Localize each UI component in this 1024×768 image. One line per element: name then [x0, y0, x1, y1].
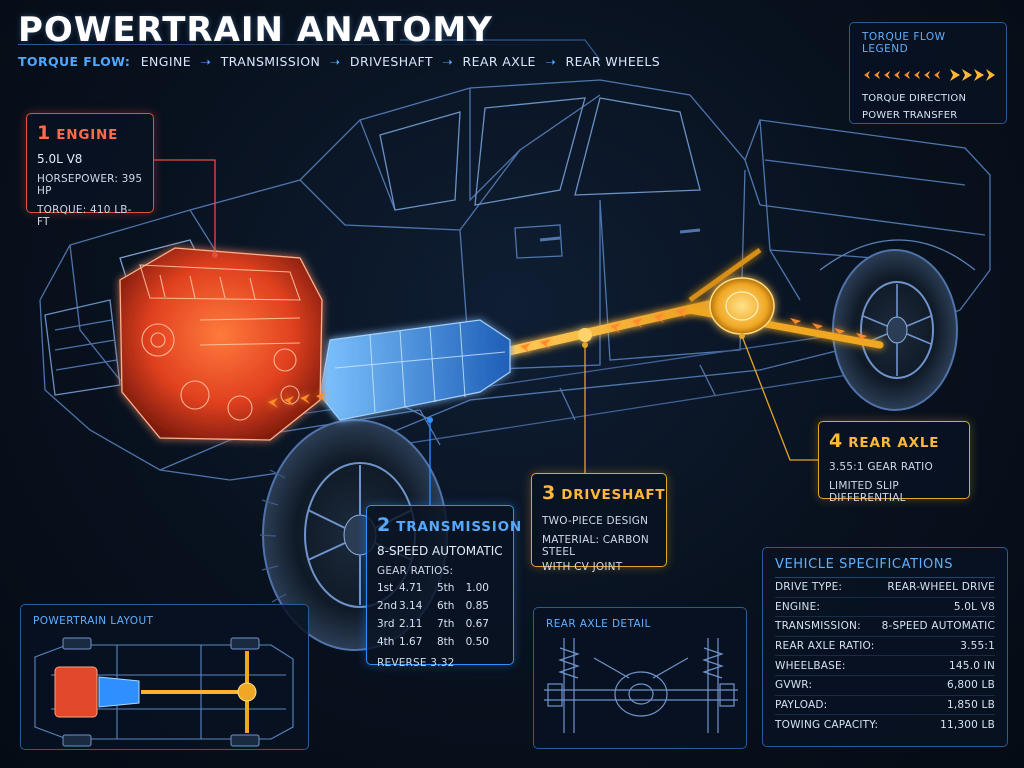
- gear-name: 6th: [437, 600, 455, 612]
- legend-title: TORQUE FLOW LEGEND: [862, 31, 946, 55]
- spec-value: 11,300 LB: [940, 718, 995, 731]
- torque-arrow-icon: [864, 69, 995, 81]
- gear-ratio-table: 1st 4.71 5th 1.00 2nd 3.14 6th 0.85 3rd …: [377, 582, 503, 648]
- page-title: POWERTRAIN ANATOMY: [18, 10, 493, 50]
- top-view-chassis-diagram: [34, 637, 294, 747]
- rear-axle-differential: LIMITED SLIP DIFFERENTIAL: [829, 480, 906, 504]
- gear-name: 8th: [437, 636, 455, 648]
- spec-row: WHEELBASE: 145.0 IN: [775, 656, 995, 676]
- rear-axle-ratio: 3.55:1 GEAR RATIO: [829, 461, 933, 473]
- gear-ratio: 1.00: [465, 582, 489, 594]
- gear-ratio: 4.71: [399, 582, 423, 594]
- torque-flow-label: TORQUE FLOW:: [18, 54, 131, 69]
- spec-row: REAR AXLE RATIO: 3.55:1: [775, 637, 995, 657]
- title-divider: [18, 44, 578, 45]
- driveshaft-joint: WITH CV JOINT: [542, 561, 623, 573]
- legend-item: POWER TRANSFER: [862, 110, 958, 121]
- driveshaft-callout: 3 DRIVESHAFT TWO-PIECE DESIGN MATERIAL: C…: [531, 473, 667, 573]
- spec-label: GVWR:: [775, 679, 813, 692]
- gear-ratio: 1.67: [399, 636, 423, 648]
- gear-ratio: 0.67: [465, 618, 489, 630]
- vehicle-specifications-panel: VEHICLE SPECIFICATIONS DRIVE TYPE: REAR-W…: [762, 547, 1008, 747]
- spec-label: DRIVE TYPE:: [775, 581, 843, 594]
- flow-step: REAR WHEELS: [565, 54, 661, 69]
- spec-label: PAYLOAD:: [775, 698, 828, 711]
- gear-ratio: 0.85: [465, 600, 489, 612]
- arrow-right-icon: ➝: [329, 54, 341, 69]
- callout-number: 2: [377, 514, 391, 536]
- callout-number: 4: [829, 430, 843, 452]
- engine-model: 5.0L V8: [37, 152, 83, 166]
- spec-label: TOWING CAPACITY:: [775, 718, 879, 731]
- spec-row: ENGINE: 5.0L V8: [775, 598, 995, 618]
- callout-number: 1: [37, 122, 51, 144]
- gear-ratio: 2.11: [399, 618, 423, 630]
- spec-label: TRANSMISSION:: [775, 620, 861, 633]
- spec-row: DRIVE TYPE: REAR-WHEEL DRIVE: [775, 578, 995, 598]
- spec-value: 8-SPEED AUTOMATIC: [881, 620, 995, 633]
- specs-title: VEHICLE SPECIFICATIONS: [775, 557, 995, 578]
- callout-heading: TRANSMISSION: [396, 519, 523, 535]
- specs-table: DRIVE TYPE: REAR-WHEEL DRIVE ENGINE: 5.0L …: [775, 578, 995, 735]
- spec-label: ENGINE:: [775, 600, 821, 613]
- callout-heading: REAR AXLE: [848, 435, 940, 451]
- spec-value: 5.0L V8: [953, 600, 995, 613]
- gear-ratio: 3.14: [399, 600, 423, 612]
- rear-axle-callout: 4 REAR AXLE 3.55:1 GEAR RATIO LIMITED SLI…: [818, 421, 970, 504]
- spec-row: TOWING CAPACITY: 11,300 LB: [775, 715, 995, 735]
- rear-axle-detail-panel: REAR AXLE DETAIL: [533, 607, 747, 749]
- callout-heading: DRIVESHAFT: [561, 487, 666, 503]
- gear-name: 2nd: [377, 600, 398, 612]
- rear-axle-schematic: [544, 638, 738, 733]
- gear-name: 1st: [377, 582, 394, 594]
- flow-step: DRIVESHAFT: [349, 54, 433, 69]
- spec-row: PAYLOAD: 1,850 LB: [775, 696, 995, 716]
- flow-step: TRANSMISSION: [220, 54, 321, 69]
- arrow-right-icon: ➝: [442, 54, 454, 69]
- spec-value: REAR-WHEEL DRIVE: [887, 581, 995, 594]
- spec-label: REAR AXLE RATIO:: [775, 640, 875, 653]
- driveshaft-design: TWO-PIECE DESIGN: [542, 515, 649, 527]
- transmission-type: 8-SPEED AUTOMATIC: [377, 544, 503, 558]
- torque-flow-legend: TORQUE FLOW LEGEND TORQUE DIRECTION POWE…: [849, 22, 1007, 124]
- spec-label: WHEELBASE:: [775, 659, 846, 672]
- spec-value: 6,800 LB: [946, 679, 995, 692]
- flow-step: ENGINE: [140, 54, 191, 69]
- arrow-right-icon: ➝: [200, 54, 212, 69]
- gear-name: 4th: [377, 636, 395, 648]
- engine-torque: TORQUE: 410 LB-FT: [37, 204, 132, 228]
- legend-item: TORQUE DIRECTION: [862, 93, 967, 104]
- torque-flow-summary: TORQUE FLOW: ENGINE ➝ TRANSMISSION ➝ DRI…: [18, 54, 660, 69]
- spec-row: TRANSMISSION: 8-SPEED AUTOMATIC: [775, 617, 995, 637]
- engine-callout: 1 ENGINE 5.0L V8 HORSEPOWER: 395 HP TORQU…: [26, 113, 154, 228]
- gear-ratios-label: GEAR RATIOS:: [377, 565, 454, 577]
- arrow-right-icon: ➝: [545, 54, 557, 69]
- spec-value: 3.55:1: [960, 640, 995, 653]
- panel-title: POWERTRAIN LAYOUT: [33, 615, 154, 627]
- gear-ratio: 0.50: [465, 636, 489, 648]
- rear-wheel: [832, 249, 958, 411]
- transmission-callout: 2 TRANSMISSION 8-SPEED AUTOMATIC GEAR RAT…: [366, 505, 521, 669]
- panel-title: REAR AXLE DETAIL: [546, 618, 651, 630]
- driveshaft-material: MATERIAL: CARBON STEEL: [542, 534, 649, 558]
- spec-value: 1,850 LB: [946, 698, 995, 711]
- gear-name: 7th: [437, 618, 455, 630]
- spec-row: GVWR: 6,800 LB: [775, 676, 995, 696]
- engine-horsepower: HORSEPOWER: 395 HP: [37, 173, 143, 197]
- gear-name: 5th: [437, 582, 455, 594]
- callout-number: 3: [542, 482, 556, 504]
- spec-value: 145.0 IN: [949, 659, 995, 672]
- reverse-ratio: REVERSE 3.32: [377, 657, 455, 669]
- gear-name: 3rd: [377, 618, 395, 630]
- flow-step: REAR AXLE: [462, 54, 536, 69]
- powertrain-layout-panel: POWERTRAIN LAYOUT: [20, 604, 309, 750]
- callout-heading: ENGINE: [56, 127, 119, 143]
